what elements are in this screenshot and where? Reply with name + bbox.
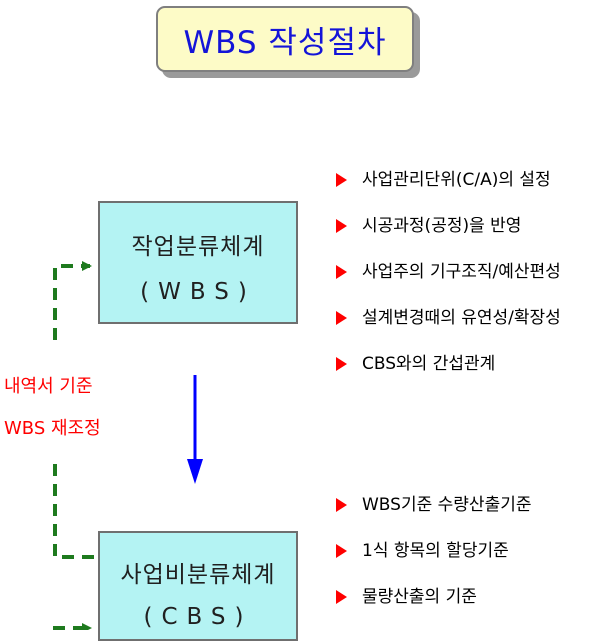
list-item-text: 1식 항목의 할당기준 (362, 541, 509, 561)
list-item: 물량산출의 기준 (334, 582, 532, 612)
side-label-line1: 내역서 기준 (4, 376, 93, 397)
cbs-box-abbr: (CBS) (143, 604, 253, 630)
triangle-bullet-icon (336, 173, 347, 187)
main-arrow-head (187, 459, 203, 484)
triangle-bullet-icon (336, 219, 347, 233)
wbs-box-abbr: (WBS) (140, 279, 256, 305)
list-item: 시공과정(공정)을 반영 (334, 211, 561, 241)
list-item-text: 사업주의 기구조직/예산편성 (362, 262, 561, 282)
triangle-bullet-icon (336, 265, 347, 279)
list-item: WBS기준 수량산출기준 (334, 490, 532, 520)
triangle-bullet-icon (336, 544, 347, 558)
triangle-bullet-icon (336, 357, 347, 371)
cbs-points-list: WBS기준 수량산출기준 1식 항목의 할당기준 물량산출의 기준 (334, 490, 532, 628)
wbs-box: 작업분류체계 (WBS) (98, 201, 298, 324)
list-item-text: 물량산출의 기준 (362, 587, 477, 607)
page-title: WBS 작성절차 (156, 6, 414, 72)
feedback-arrow-bottom (53, 623, 92, 630)
cbs-box-title: 사업비분류체계 (120, 562, 276, 588)
list-item-text: 사업관리단위(C/A)의 설정 (362, 170, 551, 190)
list-item: 1식 항목의 할당기준 (334, 536, 532, 566)
list-item: 사업주의 기구조직/예산편성 (334, 257, 561, 287)
cbs-box: 사업비분류체계 (CBS) (98, 531, 298, 641)
list-item-text: 설계변경때의 유연성/확장성 (362, 308, 561, 328)
list-item-text: 시공과정(공정)을 반영 (362, 216, 522, 236)
wbs-points-list: 사업관리단위(C/A)의 설정 시공과정(공정)을 반영 사업주의 기구조직/예… (334, 165, 561, 395)
list-item-text: CBS와의 간섭관계 (362, 354, 496, 374)
triangle-bullet-icon (336, 498, 347, 512)
triangle-bullet-icon (336, 311, 347, 325)
list-item: 설계변경때의 유연성/확장성 (334, 303, 561, 333)
wbs-box-title: 작업분류체계 (131, 234, 265, 260)
feedback-line-lower (53, 464, 98, 559)
list-item: CBS와의 간섭관계 (334, 349, 561, 379)
list-item-text: WBS기준 수량산출기준 (362, 495, 532, 515)
list-item: 사업관리단위(C/A)의 설정 (334, 165, 561, 195)
feedback-arrow-upper (53, 261, 92, 340)
triangle-bullet-icon (336, 590, 347, 604)
side-label-line2: WBS 재조정 (4, 418, 101, 439)
